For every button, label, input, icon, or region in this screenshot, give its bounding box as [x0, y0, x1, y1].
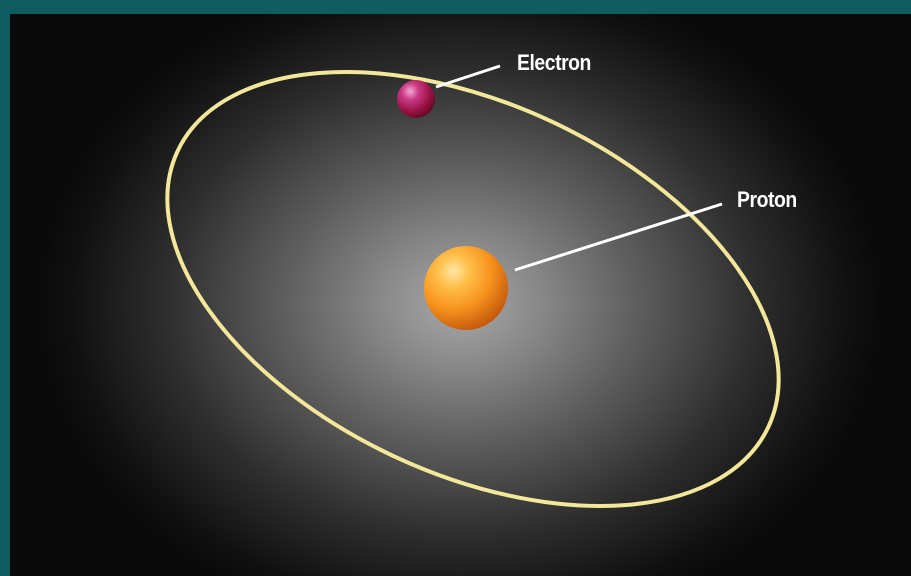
electron: [397, 80, 435, 118]
atom-diagram: [165, 64, 781, 509]
proton-label: Proton: [737, 187, 797, 212]
electron-leader-line: [435, 64, 501, 89]
atom-diagram-panel: Electron Proton: [10, 14, 911, 576]
electron-orbit: [165, 69, 781, 509]
electron-label: Electron: [517, 50, 591, 75]
proton: [424, 246, 508, 330]
proton-leader-line: [514, 202, 723, 272]
